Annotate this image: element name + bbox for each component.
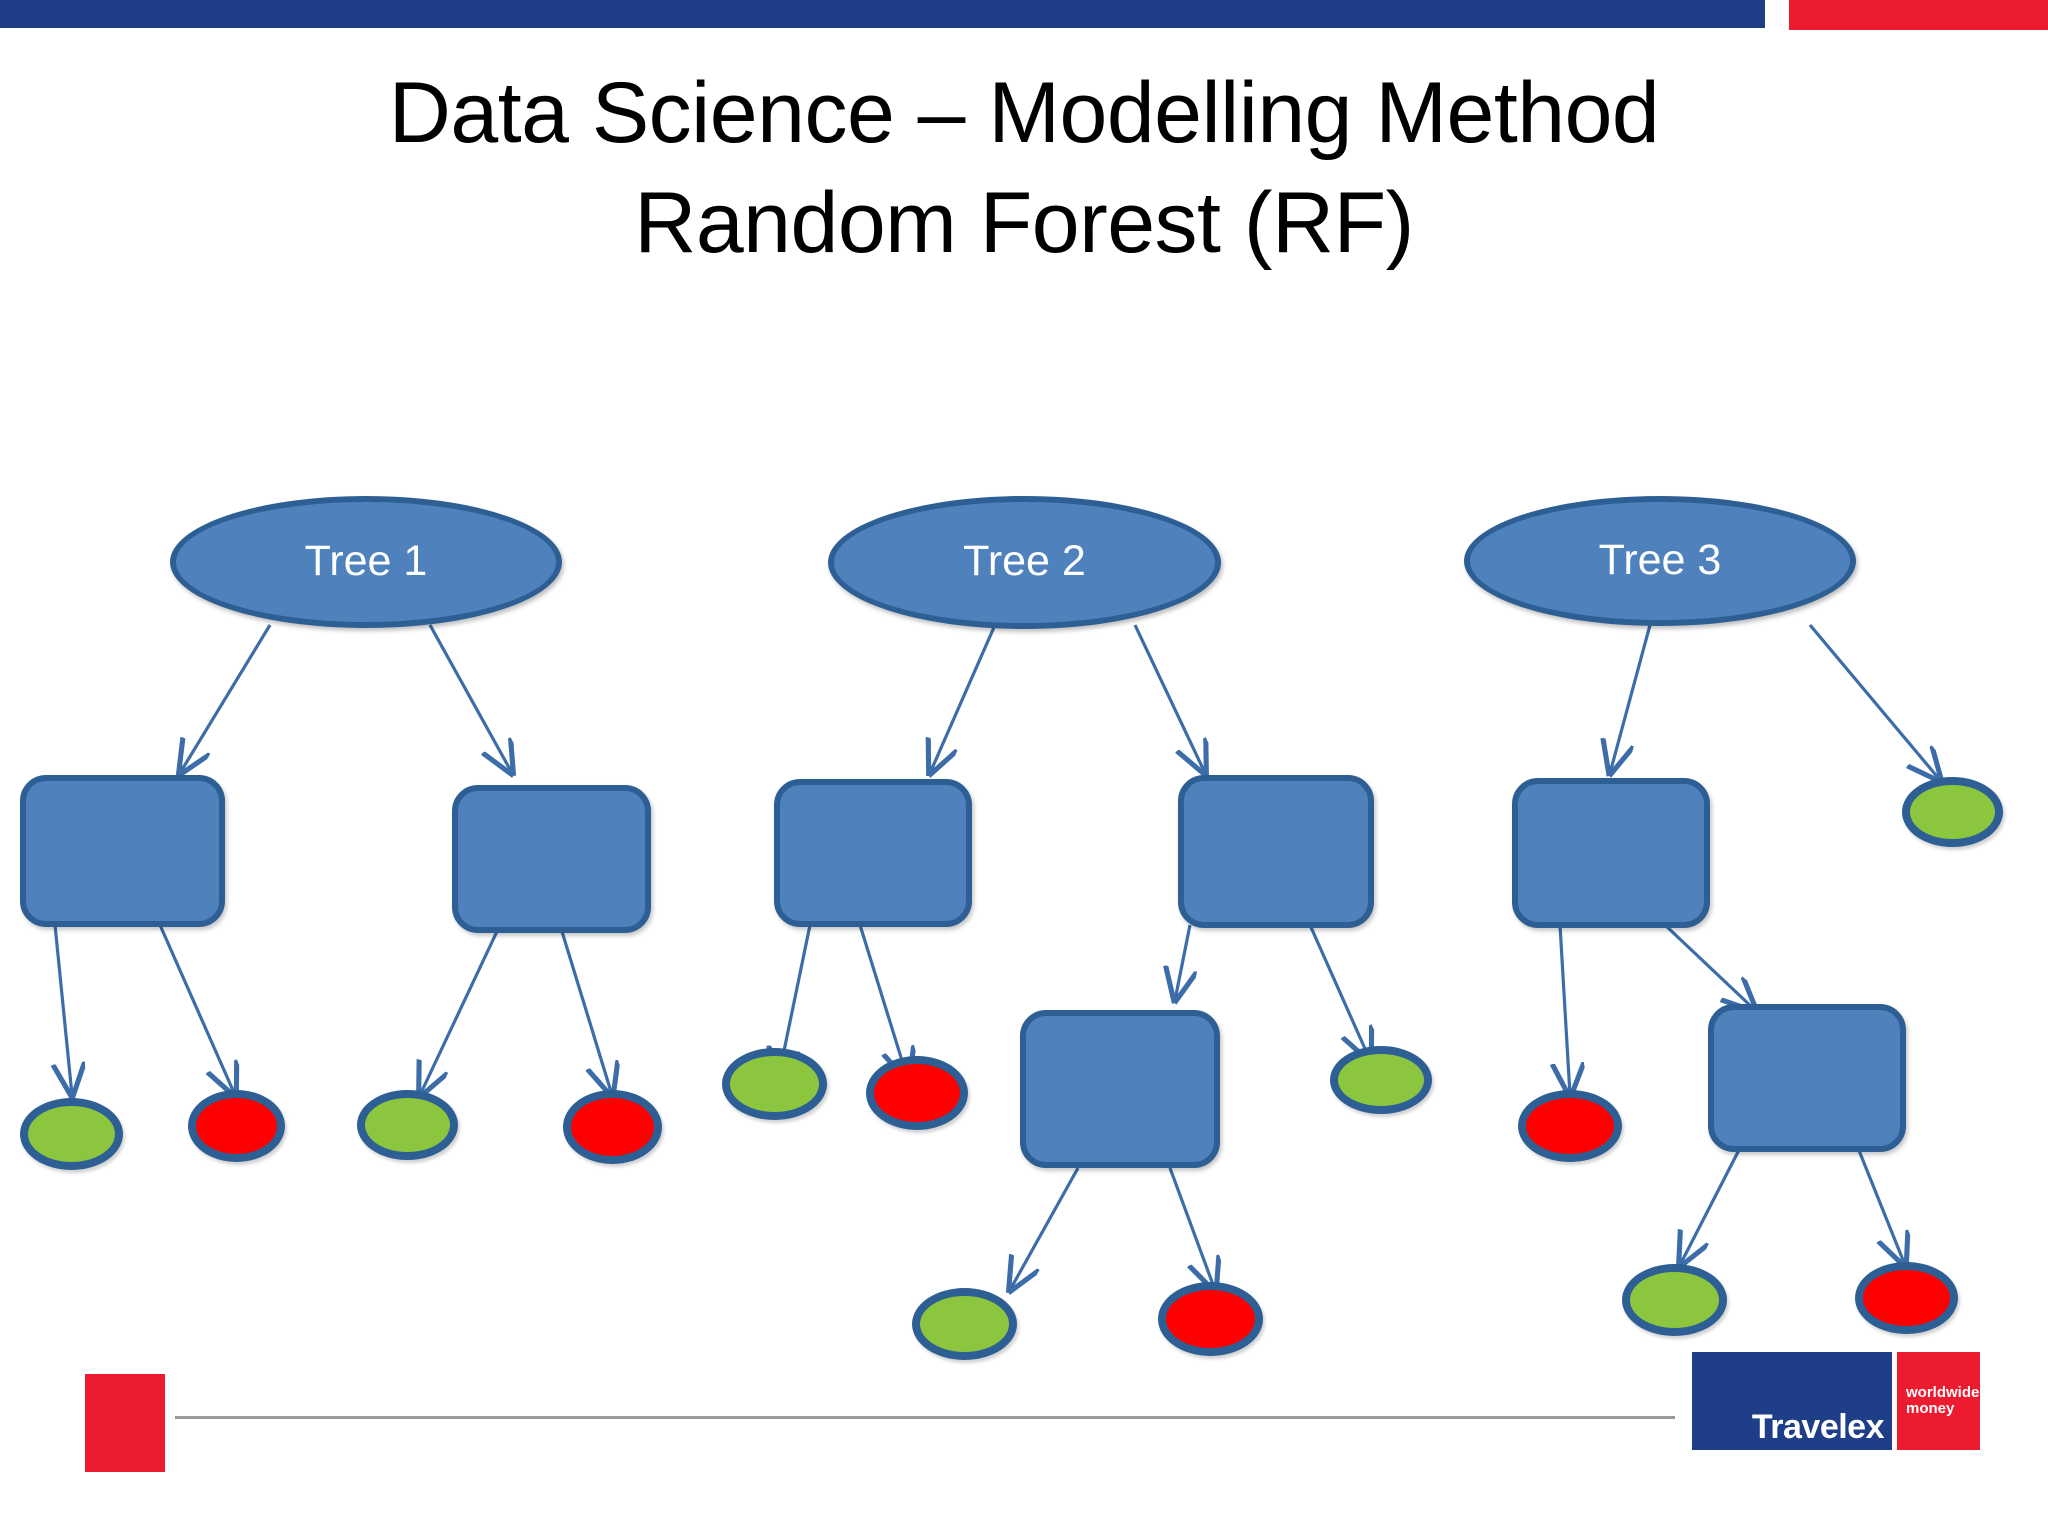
tree2-node-c[interactable] — [1020, 1010, 1220, 1168]
tree2-leaf-2[interactable] — [866, 1056, 968, 1130]
page-title: Data Science – Modelling Method Random F… — [0, 58, 2048, 278]
tree1-root[interactable]: Tree 1 — [170, 496, 562, 628]
tree1-root-label: Tree 1 — [304, 536, 428, 585]
tree2-node-b[interactable] — [1178, 775, 1374, 928]
edge-tree1-a-leaf2 — [158, 924, 235, 1095]
tree2-node-a[interactable] — [774, 779, 972, 927]
edge-tree1-a-leaf1 — [55, 924, 72, 1095]
edge-tree1-root-b — [428, 624, 512, 773]
edge-tree2-b-leaf3 — [1308, 924, 1370, 1060]
header-accent-bar-blue — [0, 0, 1765, 28]
edge-tree3-a-nodeb — [1663, 923, 1755, 1010]
travelex-logo-blue-panel: Travelex — [1692, 1352, 1892, 1450]
tree3-root-label: Tree 3 — [1598, 535, 1722, 584]
tree3-node-b[interactable] — [1708, 1004, 1906, 1152]
footer-accent-block — [85, 1374, 165, 1472]
edge-tree2-root-b — [1133, 624, 1205, 773]
tree1-leaf-1[interactable] — [20, 1098, 123, 1170]
travelex-logo-tagline-line-2: money — [1906, 1400, 1955, 1417]
travelex-logo-red-panel: worldwide money — [1897, 1352, 1980, 1450]
tree2-leaf-3[interactable] — [1330, 1046, 1432, 1114]
tree1-node-a[interactable] — [20, 775, 225, 927]
travelex-logo: Travelex worldwide money — [1692, 1352, 1980, 1450]
tree2-root-label: Tree 2 — [963, 537, 1086, 585]
page-title-line-2: Random Forest (RF) — [634, 175, 1414, 272]
tree3-leaf-1[interactable] — [1902, 777, 2003, 847]
tree3-leaf-2[interactable] — [1518, 1090, 1622, 1162]
tree3-leaf-4[interactable] — [1855, 1262, 1958, 1334]
edge-tree3-a-leaf2 — [1560, 924, 1570, 1095]
tree1-leaf-4[interactable] — [563, 1090, 662, 1164]
edge-tree2-c-leaf4 — [1010, 1167, 1080, 1290]
edge-tree2-c-leaf5 — [1168, 1167, 1215, 1290]
edge-tree1-b-leaf3 — [420, 924, 502, 1095]
edge-tree3-root-leaf1 — [1808, 623, 1940, 780]
page-title-line-1: Data Science – Modelling Method — [388, 65, 1660, 161]
tree1-node-b[interactable] — [452, 785, 651, 933]
tree2-leaf-4[interactable] — [912, 1288, 1017, 1360]
edge-tree2-b-nodec — [1175, 924, 1190, 1000]
edge-tree3-root-a — [1610, 624, 1652, 773]
edge-tree2-root-a — [930, 624, 997, 773]
travelex-logo-tagline-line-1: worldwide — [1906, 1383, 1980, 1401]
tree2-leaf-1[interactable] — [722, 1048, 827, 1120]
tree3-leaf-3[interactable] — [1622, 1264, 1727, 1336]
tree3-node-a[interactable] — [1512, 778, 1710, 928]
footer-divider-rule — [175, 1416, 1675, 1419]
tree3-root[interactable]: Tree 3 — [1464, 496, 1856, 626]
travelex-logo-wordmark: Travelex — [1751, 1408, 1885, 1446]
tree2-leaf-5[interactable] — [1158, 1282, 1263, 1356]
tree2-root[interactable]: Tree 2 — [828, 496, 1221, 629]
header-accent-bar-red — [1789, 0, 2048, 30]
edge-tree1-b-leaf4 — [558, 924, 612, 1095]
tree1-leaf-2[interactable] — [188, 1090, 285, 1162]
edge-tree1-root-a — [180, 624, 272, 773]
edge-tree3-b-leaf3 — [1680, 1147, 1742, 1265]
tree1-leaf-3[interactable] — [357, 1090, 458, 1160]
edge-tree3-b-leaf4 — [1856, 1147, 1905, 1265]
